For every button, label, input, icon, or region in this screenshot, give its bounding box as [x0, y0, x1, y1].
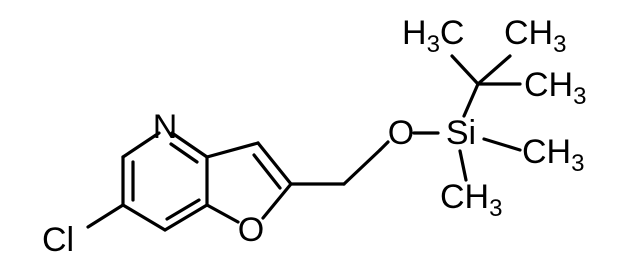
bond-c3a-c3 — [205, 141, 260, 159]
bond-c2f-o — [261, 182, 293, 220]
group-methyl-si-bottom: CH3 — [440, 178, 502, 222]
atom-o-ring: O — [238, 211, 264, 249]
bond-c2-c3 — [121, 203, 167, 232]
bond-ctert-me-tl — [450, 54, 480, 86]
bond-c-o — [378, 140, 390, 152]
atom-cl: Cl — [42, 221, 74, 259]
bond-ch2-c — [342, 148, 382, 186]
atom-n: N — [153, 108, 178, 146]
bond-si-me-right — [482, 137, 522, 152]
bond-c3-c2f — [256, 141, 293, 186]
bond-n-c1 — [121, 131, 161, 159]
group-methyl-top-right: CH3 — [504, 14, 566, 58]
bond-c3a-n-inner — [169, 142, 199, 164]
group-methyl-right: CH3 — [524, 66, 586, 110]
atom-si: Si — [446, 114, 476, 152]
bond-si-me-down — [458, 149, 468, 182]
group-methyl-si-right: CH3 — [522, 133, 584, 177]
bond-c2-cl — [86, 203, 125, 229]
bond-c3-c7a-inner — [165, 198, 201, 221]
bond-si-ctert — [462, 82, 480, 118]
bond-o-c7a — [205, 203, 240, 224]
bond-c3a-n — [170, 131, 209, 159]
atom-o-ether: O — [388, 114, 414, 152]
bond-c3-c2f-inner — [252, 153, 282, 190]
bond-ctert-me-tr — [476, 54, 512, 86]
bond-c3-c7a — [163, 203, 209, 232]
group-methyl-top-left: H3C — [402, 14, 464, 58]
